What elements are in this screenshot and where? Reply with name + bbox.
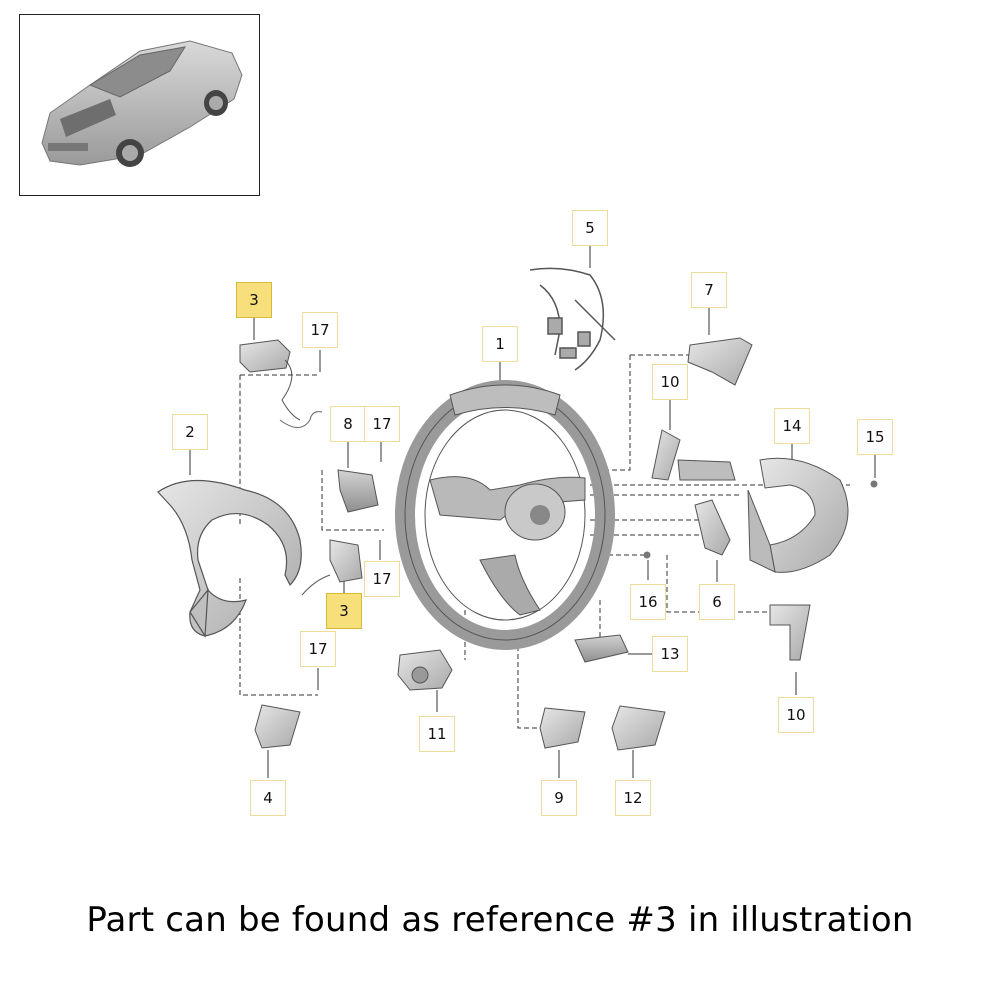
callout-lines bbox=[189, 246, 876, 778]
callout-16: 16 bbox=[630, 584, 666, 620]
callout-label: 2 bbox=[185, 423, 195, 441]
callout-label: 16 bbox=[638, 593, 658, 611]
part-8-bracket bbox=[337, 469, 379, 513]
part-3-switch-upper bbox=[239, 339, 301, 421]
callout-11: 11 bbox=[419, 716, 455, 752]
callout-17: 17 bbox=[364, 406, 400, 442]
callout-label: 9 bbox=[554, 789, 564, 807]
callout-label: 17 bbox=[308, 640, 328, 658]
part-14-housing bbox=[747, 457, 849, 573]
callout-17: 17 bbox=[302, 312, 338, 348]
callout-15: 15 bbox=[857, 419, 893, 455]
callout-13: 13 bbox=[652, 636, 688, 672]
callout-12: 12 bbox=[615, 780, 651, 816]
callout-3-highlighted: 3 bbox=[236, 282, 272, 318]
callout-label: 4 bbox=[263, 789, 273, 807]
callout-7: 7 bbox=[691, 272, 727, 308]
part-1-steering-wheel bbox=[395, 380, 615, 650]
part-16-screw bbox=[643, 551, 651, 559]
part-13-module bbox=[574, 634, 629, 663]
callout-1: 1 bbox=[482, 326, 518, 362]
part-15-screw bbox=[870, 480, 878, 488]
callout-10: 10 bbox=[652, 364, 688, 400]
callout-8: 8 bbox=[330, 406, 366, 442]
part-7-trim bbox=[687, 337, 753, 386]
part-6-cover bbox=[694, 499, 731, 556]
callout-6: 6 bbox=[699, 584, 735, 620]
callout-3-highlighted: 3 bbox=[326, 593, 362, 629]
callout-label: 8 bbox=[343, 415, 353, 433]
callout-label: 7 bbox=[704, 281, 714, 299]
callout-label: 3 bbox=[339, 602, 349, 620]
callout-label: 1 bbox=[495, 335, 505, 353]
callout-label: 15 bbox=[865, 428, 885, 446]
part-12-bezel bbox=[611, 705, 666, 751]
callout-label: 10 bbox=[786, 706, 806, 724]
part-5-wiring-harness bbox=[529, 267, 616, 371]
part-4-trim bbox=[254, 704, 301, 749]
callout-label: 5 bbox=[585, 219, 595, 237]
callout-2: 2 bbox=[172, 414, 208, 450]
callout-label: 17 bbox=[372, 415, 392, 433]
callout-17: 17 bbox=[364, 561, 400, 597]
callout-label: 10 bbox=[660, 373, 680, 391]
callout-label: 14 bbox=[782, 417, 802, 435]
callout-label: 17 bbox=[372, 570, 392, 588]
callout-label: 12 bbox=[623, 789, 643, 807]
part-2-trim-cover bbox=[157, 479, 302, 638]
vehicle-thumbnail bbox=[19, 14, 260, 196]
callout-label: 11 bbox=[427, 725, 447, 743]
callout-label: 6 bbox=[712, 593, 722, 611]
car-icon bbox=[41, 40, 243, 167]
callout-4: 4 bbox=[250, 780, 286, 816]
callout-label: 17 bbox=[310, 321, 330, 339]
part-17-wire bbox=[279, 411, 323, 428]
callout-17: 17 bbox=[300, 631, 336, 667]
callout-10: 10 bbox=[778, 697, 814, 733]
caption-text: Part can be found as reference #3 in ill… bbox=[86, 900, 914, 940]
callout-14: 14 bbox=[774, 408, 810, 444]
part-10-paddle-upper bbox=[651, 429, 736, 481]
part-9-bezel bbox=[539, 707, 586, 749]
callout-label: 3 bbox=[249, 291, 259, 309]
part-11-clockspring bbox=[397, 649, 453, 691]
callout-9: 9 bbox=[541, 780, 577, 816]
callout-5: 5 bbox=[572, 210, 608, 246]
part-10-paddle-lower bbox=[769, 604, 811, 661]
part-3-switch-lower bbox=[301, 539, 363, 596]
callout-label: 13 bbox=[660, 645, 680, 663]
